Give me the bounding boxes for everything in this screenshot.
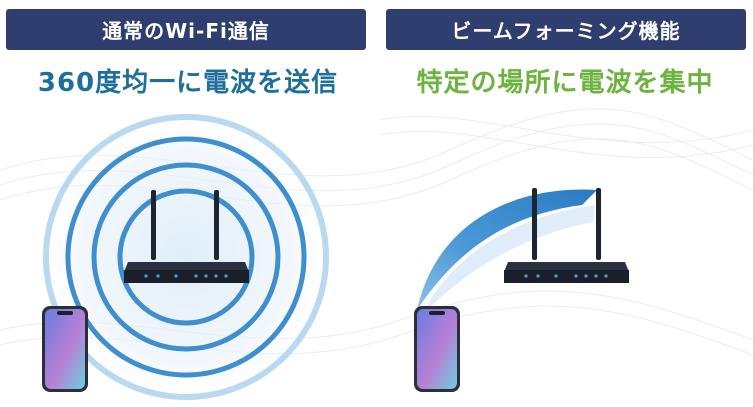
scene-beamforming (414, 188, 629, 392)
subtitle-normal-wifi: 360度均一に電波を送信 (37, 68, 339, 98)
panel-normal-wifi: 通常のWi-Fi通信 360度均一に電波を送信 (0, 0, 376, 407)
smartphone-icon (414, 306, 460, 392)
wifi-wave-icon (36, 107, 336, 407)
header-beamforming: ビームフォーミング機能 (386, 9, 746, 50)
panel-beamforming: ビームフォーミング機能 特定の場所に電波を集中 (377, 0, 753, 407)
header-normal-wifi: 通常のWi-Fi通信 (6, 9, 366, 50)
beam-icon (417, 189, 597, 315)
router-icon (124, 190, 249, 283)
subtitle-beamforming: 特定の場所に電波を集中 (416, 68, 714, 98)
scene-normal-wifi (36, 107, 336, 407)
smartphone-icon (42, 306, 88, 392)
router-icon (504, 188, 629, 283)
